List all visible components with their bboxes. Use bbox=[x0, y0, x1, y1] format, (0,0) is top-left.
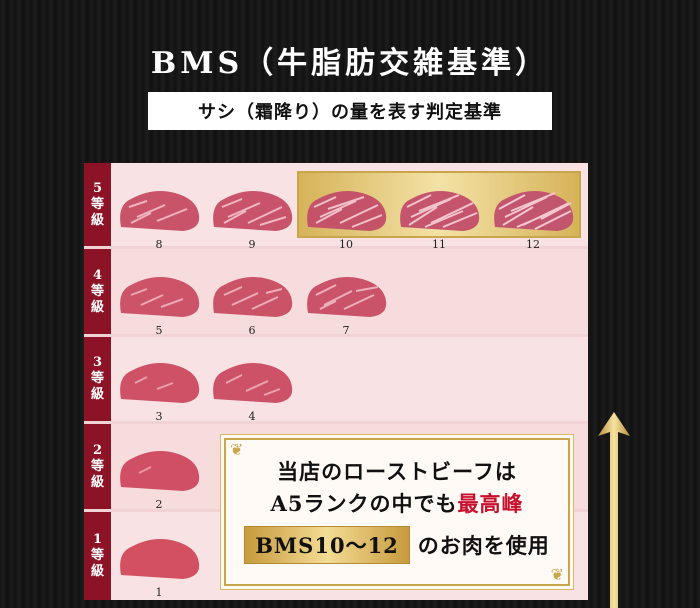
steak-bms-12: 12 bbox=[491, 183, 575, 251]
steak-bms-4: 4 bbox=[210, 355, 294, 423]
steak-bms-3: 3 bbox=[117, 355, 201, 423]
steak-bms-6: 6 bbox=[210, 269, 294, 337]
callout-line-2: A5ランクの中でも最高峰 bbox=[270, 491, 524, 516]
steak-bms-9: 9 bbox=[210, 183, 294, 251]
arrow-up-icon bbox=[598, 412, 630, 608]
page-subtitle: サシ（霜降り）の量を表す判定基準 bbox=[148, 92, 552, 130]
callout-highlight: 最高峰 bbox=[457, 491, 524, 516]
steak-bms-7: 7 bbox=[304, 269, 388, 337]
steak-bms-2: 2 bbox=[117, 443, 201, 511]
callout-line-1: 当店のローストビーフは bbox=[277, 459, 517, 484]
ornament-icon: ❦ bbox=[550, 565, 564, 584]
ornament-icon: ❦ bbox=[230, 440, 244, 459]
steak-bms-10: 10 bbox=[304, 183, 388, 251]
page-title: BMS（牛脂肪交雑基準） bbox=[150, 46, 550, 81]
steak-bms-1: 1 bbox=[117, 531, 201, 599]
steak-bms-11: 11 bbox=[397, 183, 481, 251]
steak-bms-8: 8 bbox=[117, 183, 201, 251]
bms-badge: BMS10～12 bbox=[244, 526, 410, 564]
steak-bms-5: 5 bbox=[117, 269, 201, 337]
